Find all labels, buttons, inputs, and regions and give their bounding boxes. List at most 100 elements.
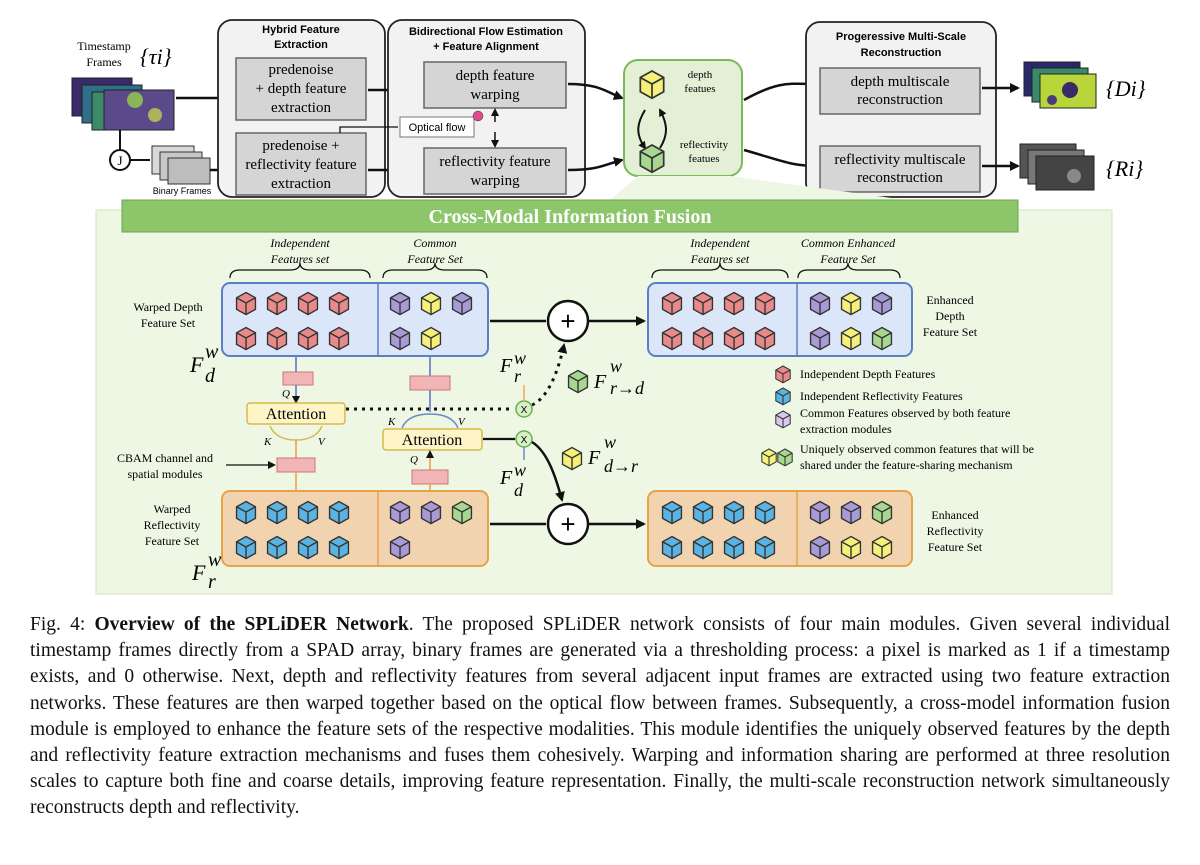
refl-output-image [1019, 143, 1095, 191]
feature-cube [235, 500, 257, 525]
depth-recon-line-2: reconstruction [857, 92, 943, 108]
feature-cube [297, 500, 319, 525]
warped-depth-label-1: Warped Depth [133, 300, 202, 314]
feature-cube [809, 535, 831, 560]
legend-refl-cube [775, 387, 791, 406]
f-d-to-r-sup: w [604, 432, 616, 452]
feature-cube [235, 291, 257, 316]
feature-cube [692, 326, 714, 351]
feature-cube [723, 500, 745, 525]
enhanced-refl-label-2: Reflectivity [927, 524, 984, 538]
refl-featues-2: featues [688, 153, 719, 165]
legend-item-4b: shared under the feature-sharing mechani… [800, 458, 1013, 472]
flow-title-2: + Feature Alignment [433, 41, 539, 53]
depth-output-symbol: {Di} [1106, 76, 1146, 101]
refl-extraction-line-3: extraction [271, 176, 331, 192]
q-proj-box-top [282, 371, 314, 386]
depth-warping-box [423, 61, 567, 109]
recon-title-1: Progeressive Multi-Scale [836, 31, 966, 43]
refl-warping-line-1: reflectivity feature [439, 154, 551, 170]
legend-item-1: Independent Depth Features [800, 367, 936, 381]
feature-cube [235, 326, 257, 351]
shared-cube-r-to-d [567, 369, 589, 394]
feature-cube [871, 291, 893, 316]
enhanced-depth-label-3: Feature Set [923, 325, 978, 339]
f-dw-sub: d [205, 365, 216, 387]
feature-cube [871, 500, 893, 525]
v-label-right: V [458, 416, 466, 428]
caption-bold-title: Overview of the SPLiDER Network [94, 614, 409, 635]
legend-item-3b: extraction modules [800, 422, 892, 436]
feature-cube [297, 291, 319, 316]
feature-cube [809, 500, 831, 525]
feature-cube [389, 535, 411, 560]
feature-cube [266, 500, 288, 525]
feature-cube [328, 326, 350, 351]
optical-flow-label: Optical flow [409, 122, 466, 134]
q-label-right: Q [410, 454, 418, 466]
feature-cube [692, 500, 714, 525]
depth-recon-box [819, 67, 981, 115]
refl-warping-box [423, 147, 567, 195]
attention-right-label: Attention [402, 432, 462, 449]
attention-left-label: Attention [266, 406, 326, 423]
figure-caption: Fig. 4: Overview of the SPLiDER Network.… [30, 612, 1170, 822]
legend-item-4: Uniquely observed common features that w… [800, 442, 1034, 456]
feature-cube [754, 326, 776, 351]
f-d-to-r-symbol: F [587, 447, 601, 469]
legend-shared-cube-yellow [761, 448, 777, 467]
x-node-bottom-symbol: X [521, 435, 528, 446]
feature-cube [754, 291, 776, 316]
fusion-banner-title: Cross-Modal Information Fusion [429, 206, 712, 228]
x-node-top-symbol: X [521, 405, 528, 416]
feature-cube [451, 500, 473, 525]
refl-feature-cube [639, 144, 665, 174]
feature-cube [840, 535, 862, 560]
feature-cube [754, 500, 776, 525]
feature-cube [328, 291, 350, 316]
v-label-left: V [318, 436, 326, 448]
timestamp-frames-image [71, 77, 175, 131]
hybrid-title-1: Hybrid Feature [262, 24, 340, 36]
feature-cube [297, 535, 319, 560]
depth-feature-cube [639, 70, 665, 100]
legend-common-cube [775, 410, 791, 429]
indep-set-right-label-1: Independent [689, 236, 750, 250]
f-r-to-d-sup: w [610, 356, 622, 376]
recon-title-2: Reconstruction [861, 47, 942, 59]
refl-recon-line-2: reconstruction [857, 170, 943, 186]
feature-cube [840, 500, 862, 525]
warp-refl-to-features-arrow [567, 157, 624, 172]
feature-cube [692, 291, 714, 316]
attention-left [246, 402, 346, 425]
refl-extraction-line-2: reflectivity feature [245, 157, 357, 173]
exchange-arrow-left [637, 109, 647, 150]
timestamp-label-2: Frames [86, 55, 122, 69]
feature-cube [328, 535, 350, 560]
warped-refl-label-3: Feature Set [145, 534, 200, 548]
feature-cube [420, 500, 442, 525]
binary-label: Binary Frames [153, 186, 212, 196]
feature-cube [809, 291, 831, 316]
f-rw-mid-sub: r [514, 366, 522, 386]
f-dw-mid-sub: d [514, 480, 524, 500]
f-dw-mid-sup: w [514, 460, 526, 480]
legend-item-2: Independent Reflectivity Features [800, 389, 963, 403]
feature-cube [692, 535, 714, 560]
depth-featues-1: depth [688, 69, 713, 81]
depth-extraction-line-3: extraction [271, 100, 331, 116]
refl-featues-1: reflectivity [680, 139, 729, 151]
f-dw-symbol: F [189, 352, 204, 377]
feature-cube [723, 535, 745, 560]
depth-plus-symbol: + [560, 306, 575, 336]
feature-cube [871, 326, 893, 351]
kv-brace-right [401, 413, 459, 429]
depth-warping-line-1: depth feature [456, 68, 535, 84]
feature-cube [389, 326, 411, 351]
refl-plus-symbol: + [560, 509, 575, 539]
enhanced-depth-label-1: Enhanced [926, 293, 973, 307]
common-set-brace [382, 262, 488, 279]
cbam-box-left [276, 457, 316, 473]
legend: Independent Depth Features Independent R… [761, 365, 1034, 472]
f-r-to-d-symbol: F [593, 371, 607, 393]
